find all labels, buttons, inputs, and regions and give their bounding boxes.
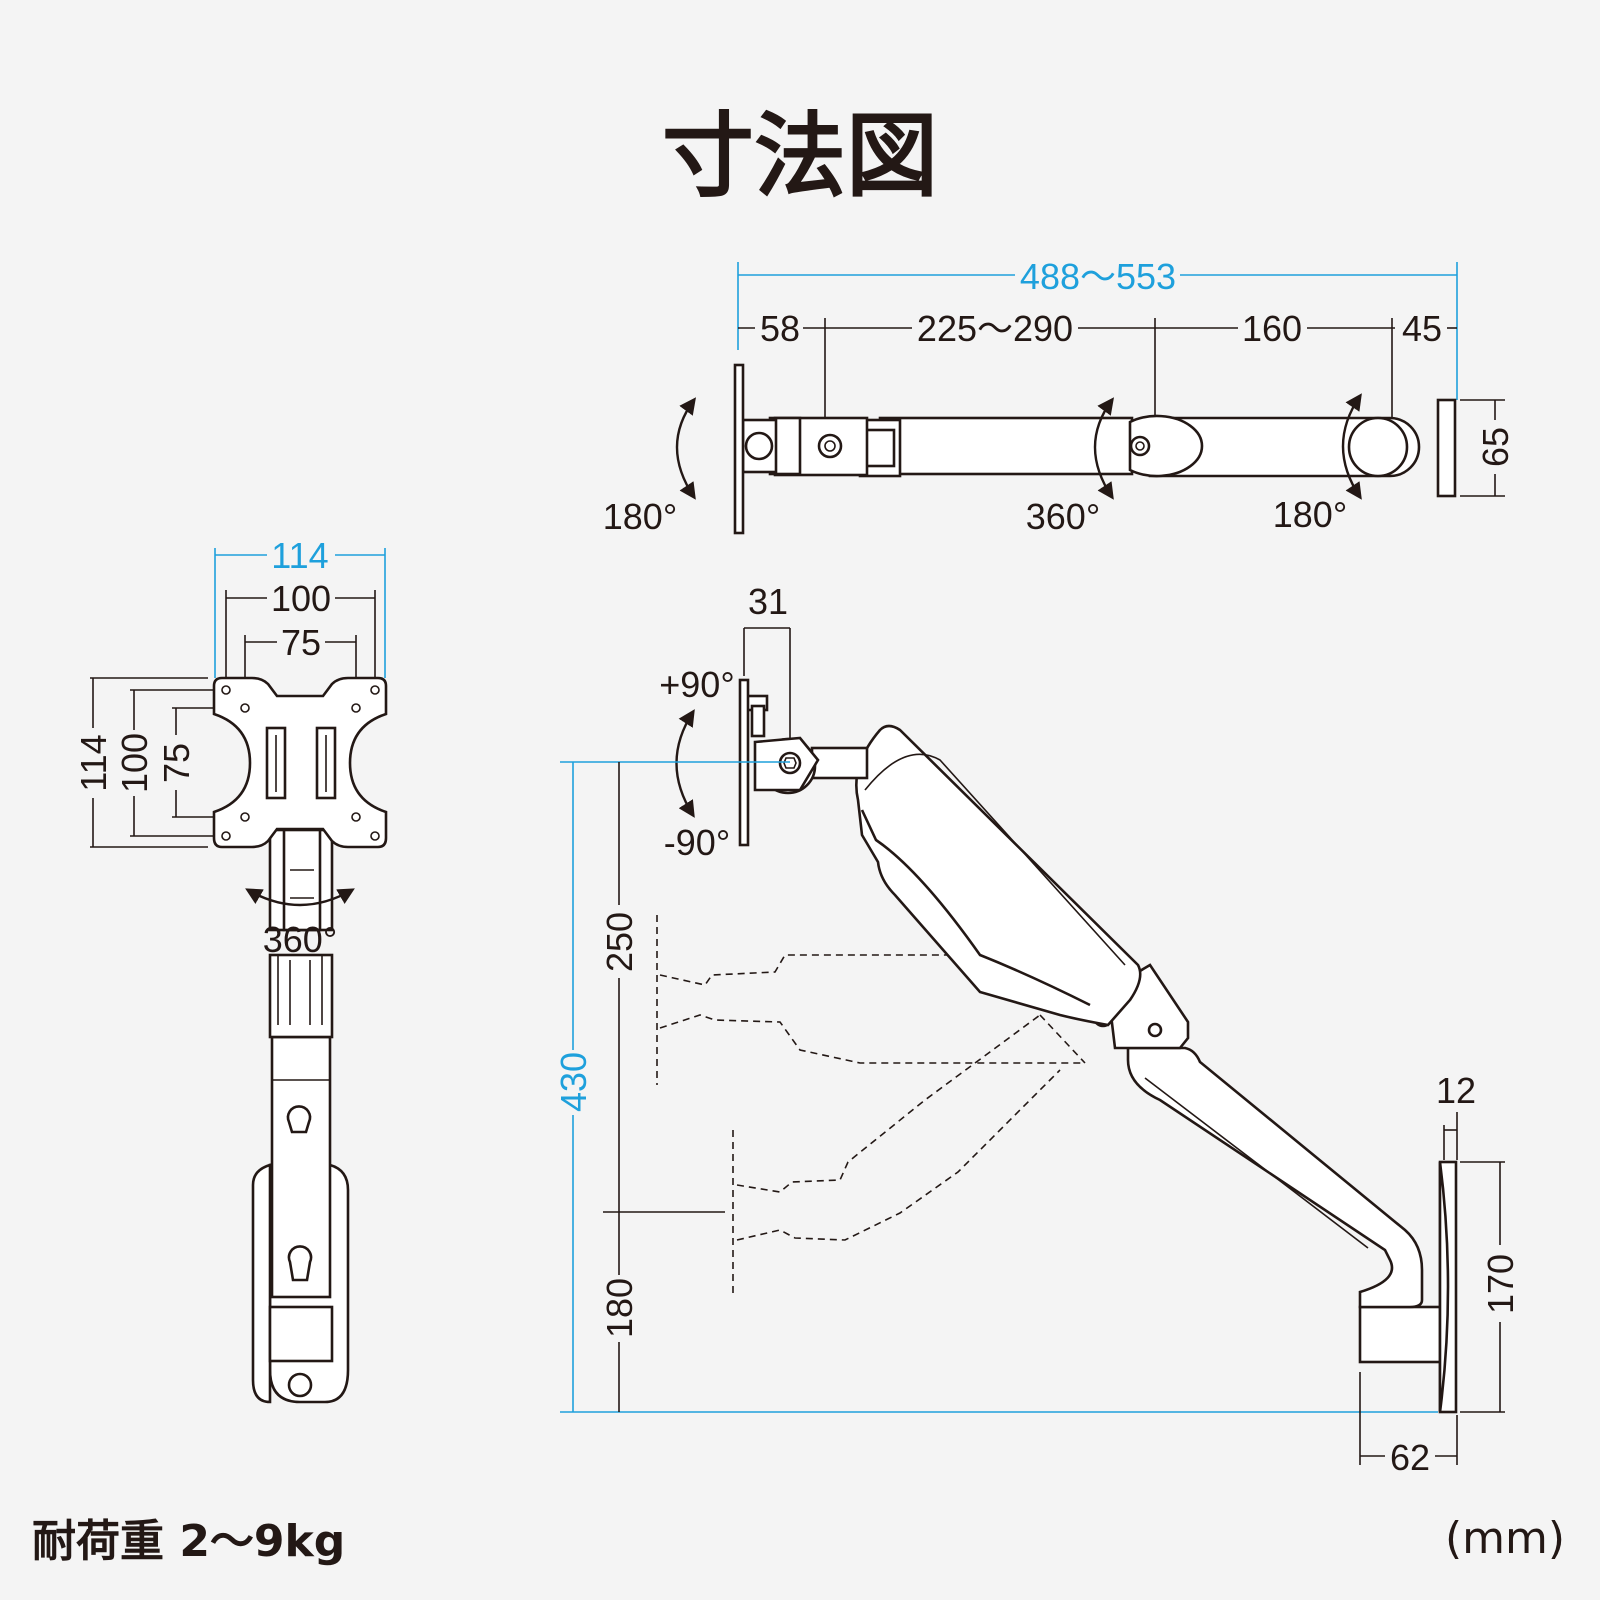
- side-tilt-down-label: -90°: [664, 822, 730, 863]
- load-capacity-note: 耐荷重 2〜9kg: [32, 1516, 345, 1567]
- front-vesa-100-v-label: 100: [114, 733, 155, 793]
- top-view: 488〜553 58 225〜290 160 45: [603, 256, 1516, 537]
- top-angle-head-label: 180°: [603, 496, 677, 537]
- front-vesa-100-label: 100: [271, 578, 331, 619]
- page-title: 寸法図: [662, 103, 938, 210]
- side-height-upper-label: 250: [599, 912, 640, 972]
- side-upper-arm: [855, 724, 1142, 1027]
- side-head-depth-label: 31: [748, 581, 788, 622]
- top-seg-2-label: 225〜290: [917, 308, 1073, 349]
- front-arm-column: [251, 828, 350, 1404]
- side-total-height-dim: 430: [553, 761, 1438, 1413]
- front-vesa-75-v-label: 75: [156, 743, 197, 783]
- front-rotation: 360°: [245, 888, 355, 960]
- front-height-dims: 114 100 75: [73, 677, 238, 848]
- side-tilt-up-label: +90°: [659, 664, 734, 705]
- side-total-height-label: 430: [553, 1052, 594, 1112]
- side-view: +90° -90° 31 430 250 180: [553, 581, 1521, 1478]
- top-total-length-label: 488〜553: [1020, 256, 1176, 297]
- side-head-depth-dim: 31: [743, 581, 791, 740]
- side-base-height-label: 170: [1480, 1254, 1521, 1314]
- front-rotation-label: 360°: [263, 919, 337, 960]
- front-vesa-75-label: 75: [281, 622, 321, 663]
- top-rotation-arcs: 180° 360° 180°: [603, 393, 1362, 537]
- side-base-height-dim: 170: [1460, 1161, 1521, 1413]
- top-base-height-dim: 65: [1460, 399, 1516, 497]
- side-plate-thickness-label: 12: [1436, 1070, 1476, 1111]
- side-base-depth-dim: 62: [1359, 1372, 1458, 1478]
- top-arm: [733, 363, 1457, 535]
- unit-note: (mm): [1445, 1513, 1565, 1564]
- front-outer-height-label: 114: [73, 734, 114, 791]
- side-plate-thickness-dim: 12: [1436, 1070, 1476, 1160]
- side-height-lower-label: 180: [599, 1278, 640, 1338]
- top-base-height-label: 65: [1475, 427, 1516, 467]
- front-outer-width-label: 114: [271, 535, 328, 576]
- front-view: 114 100 75 114 100: [73, 535, 388, 1404]
- top-seg-1-label: 58: [760, 308, 800, 349]
- side-lower-arm: [1126, 1046, 1424, 1309]
- side-height-split-dims: 250 180: [599, 762, 725, 1412]
- top-angle-base-label: 180°: [1273, 494, 1347, 535]
- front-width-dims: 114 100 75: [214, 535, 386, 700]
- side-wall-mount: [1358, 1160, 1458, 1414]
- top-angle-middle-label: 360°: [1026, 496, 1100, 537]
- side-base-depth-label: 62: [1390, 1437, 1430, 1478]
- top-seg-3-label: 160: [1242, 308, 1302, 349]
- top-total-length-dim: 488〜553: [737, 256, 1458, 400]
- side-dashed-positions: [656, 915, 1086, 1295]
- front-vesa-plate: [212, 676, 388, 849]
- top-seg-4-label: 45: [1402, 308, 1442, 349]
- side-tilt: +90° -90°: [659, 664, 734, 863]
